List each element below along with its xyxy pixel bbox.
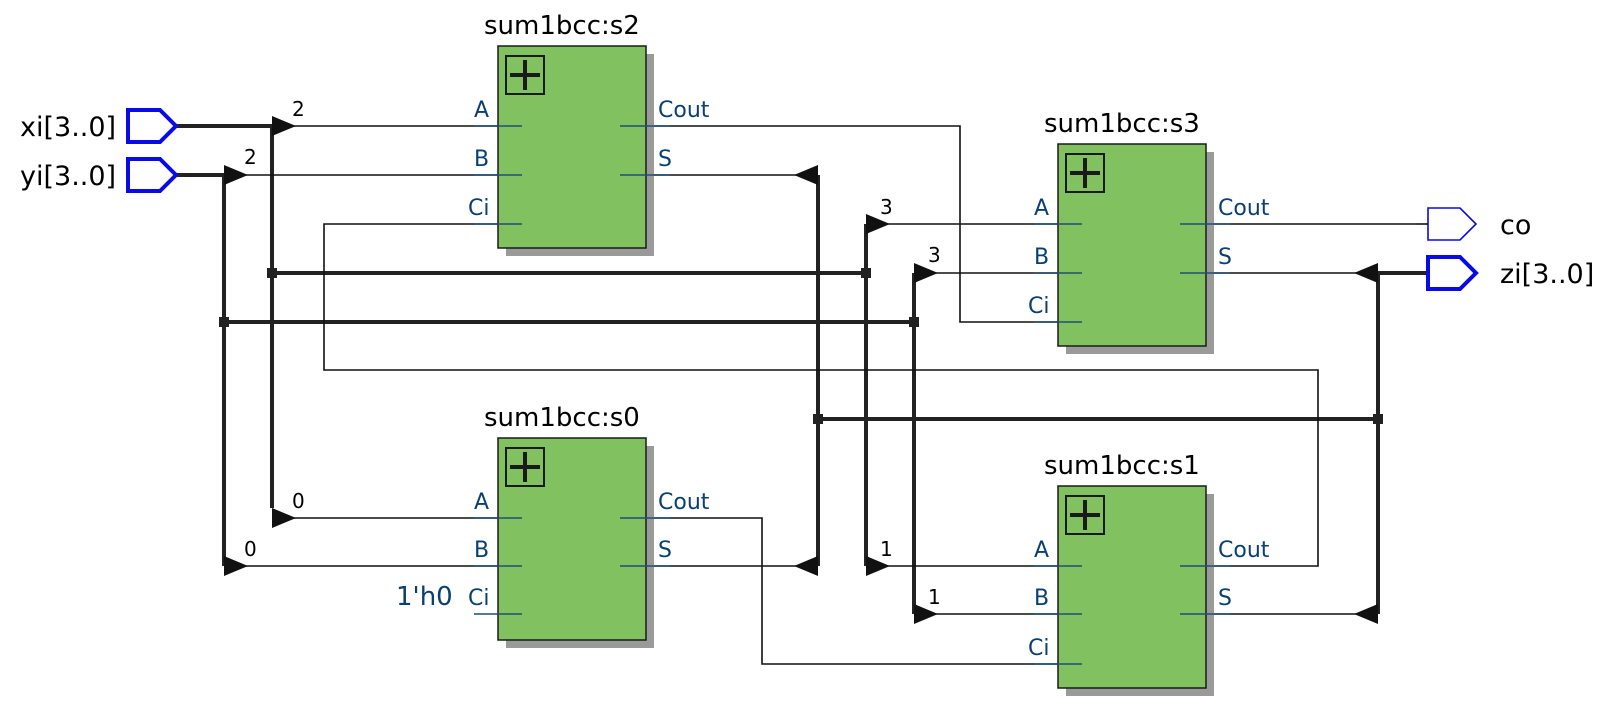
port-label-s: S bbox=[1218, 586, 1232, 611]
output-port-zi[interactable]: zi[3..0] bbox=[1426, 255, 1594, 291]
block-title: sum1bcc:s1 bbox=[1044, 451, 1200, 481]
bit-label-s0-b: 0 bbox=[244, 537, 257, 561]
ripper-arrow bbox=[1354, 263, 1378, 283]
output-port-label: zi[3..0] bbox=[1500, 259, 1594, 290]
port-label-b: B bbox=[474, 147, 489, 172]
port-label-ci: Ci bbox=[468, 586, 489, 611]
bit-label-s3-b: 3 bbox=[928, 243, 941, 267]
junction-dot bbox=[813, 414, 823, 424]
port-label-cout: Cout bbox=[1218, 538, 1270, 563]
plus-icon bbox=[1065, 153, 1105, 193]
block-s2[interactable]: sum1bcc:s2 A B Ci Cout S bbox=[468, 11, 710, 256]
block-title: sum1bcc:s2 bbox=[484, 11, 640, 41]
ripper-arrow bbox=[272, 116, 296, 136]
ripper-arrow bbox=[1354, 604, 1378, 624]
port-label-cout: Cout bbox=[1218, 196, 1270, 221]
output-port-label: co bbox=[1500, 210, 1531, 241]
bit-label-s1-b: 1 bbox=[928, 585, 941, 609]
port-label-s: S bbox=[658, 147, 672, 172]
bus-lines bbox=[176, 124, 1428, 614]
input-port-label: yi[3..0] bbox=[20, 161, 116, 192]
port-label-ci: Ci bbox=[1028, 636, 1049, 661]
wire-s0-cout-to-s1-ci[interactable] bbox=[618, 517, 1082, 665]
ripper-arrow bbox=[794, 165, 818, 185]
bit-labels: 2 2 3 3 0 0 1 1 bbox=[244, 97, 941, 609]
port-label-a: A bbox=[1034, 538, 1049, 563]
block-body[interactable] bbox=[497, 437, 647, 641]
ripper-arrow bbox=[866, 214, 890, 234]
port-label-ci: Ci bbox=[1028, 294, 1049, 319]
output-port-shape[interactable] bbox=[1427, 207, 1478, 241]
block-s1[interactable]: sum1bcc:s1 A B Ci Cout S bbox=[1028, 451, 1270, 696]
output-port-co[interactable]: co bbox=[1416, 207, 1531, 241]
port-label-a: A bbox=[474, 98, 489, 123]
ripper-arrow bbox=[224, 165, 248, 185]
ripper-arrow bbox=[866, 556, 890, 576]
port-label-b: B bbox=[474, 538, 489, 563]
ripper-arrow bbox=[914, 604, 938, 624]
port-label-a: A bbox=[474, 490, 489, 515]
port-label-cout: Cout bbox=[658, 490, 710, 515]
input-port-shape[interactable] bbox=[126, 157, 179, 193]
input-port-xi[interactable]: xi[3..0] bbox=[20, 108, 179, 144]
block-title: sum1bcc:s0 bbox=[484, 403, 640, 433]
junction-dot bbox=[1373, 414, 1383, 424]
port-label-ci: Ci bbox=[468, 196, 489, 221]
bit-label-s2-a: 2 bbox=[292, 97, 305, 121]
junction-dot bbox=[861, 268, 871, 278]
port-label-b: B bbox=[1034, 586, 1049, 611]
ripper-arrow bbox=[914, 263, 938, 283]
block-body[interactable] bbox=[1057, 143, 1207, 347]
plus-icon bbox=[505, 55, 545, 95]
ripper-arrow bbox=[794, 556, 818, 576]
block-title: sum1bcc:s3 bbox=[1044, 109, 1200, 139]
bus-rippers bbox=[224, 116, 1378, 624]
bit-label-s1-a: 1 bbox=[880, 537, 893, 561]
port-label-a: A bbox=[1034, 196, 1049, 221]
input-port-label: xi[3..0] bbox=[20, 112, 116, 143]
port-label-b: B bbox=[1034, 245, 1049, 270]
junctions bbox=[219, 268, 1383, 424]
wire-s1-cout-to-s2-ci[interactable] bbox=[323, 223, 1319, 567]
input-port-yi[interactable]: yi[3..0] bbox=[20, 157, 179, 193]
block-s3[interactable]: sum1bcc:s3 A B Ci Cout S bbox=[1028, 109, 1270, 354]
junction-dot bbox=[909, 317, 919, 327]
junction-dot bbox=[267, 268, 277, 278]
plus-icon bbox=[505, 447, 545, 487]
ripper-arrow bbox=[224, 556, 248, 576]
block-s0[interactable]: sum1bcc:s0 A B Ci Cout S 1'h0 bbox=[396, 403, 710, 648]
bit-label-s2-b: 2 bbox=[244, 145, 257, 169]
ripper-arrow bbox=[272, 508, 296, 528]
bit-label-s0-a: 0 bbox=[292, 489, 305, 513]
output-port-shape[interactable] bbox=[1426, 255, 1479, 291]
block-body[interactable] bbox=[497, 45, 647, 249]
plus-icon bbox=[1065, 495, 1105, 535]
port-label-s: S bbox=[658, 538, 672, 563]
constant-label: 1'h0 bbox=[396, 582, 453, 612]
port-label-cout: Cout bbox=[658, 98, 710, 123]
port-label-s: S bbox=[1218, 245, 1232, 270]
bit-label-s3-a: 3 bbox=[880, 195, 893, 219]
block-body[interactable] bbox=[1057, 485, 1207, 689]
junction-dot bbox=[219, 317, 229, 327]
input-port-shape[interactable] bbox=[126, 108, 179, 144]
